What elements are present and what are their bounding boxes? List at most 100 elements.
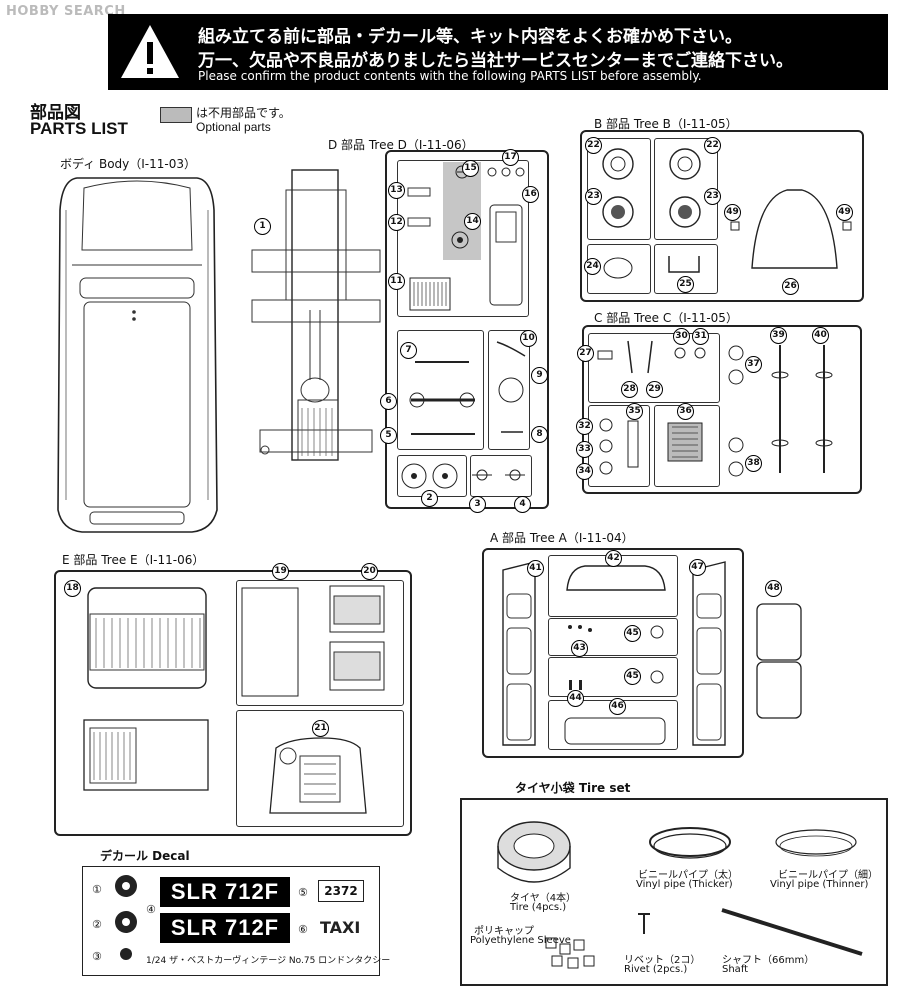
part-number-31: 31 <box>692 328 709 345</box>
rivet-label-en: Rivet (2pcs.) <box>624 964 688 975</box>
optional-swatch <box>160 107 192 123</box>
vinyl-thin-label-jp: ビニールパイプ（細） <box>778 870 878 881</box>
part-number-4: 4 <box>514 496 531 513</box>
part-number-14: 14 <box>464 213 481 230</box>
tree-c-cell-upper <box>588 333 720 403</box>
decal-sheet <box>82 866 380 976</box>
part-number-17: 17 <box>502 149 519 166</box>
part-number-25: 25 <box>677 276 694 293</box>
part-number-49b: 49 <box>836 204 853 221</box>
part-number-12: 12 <box>388 214 405 231</box>
shaft-label-en: Shaft <box>722 964 749 975</box>
part-number-27: 27 <box>577 345 594 362</box>
watermark: HOBBY SEARCH <box>6 4 126 19</box>
part-number-44: 44 <box>567 690 584 707</box>
tree-d-label: D 部品 Tree D（I-11-06） <box>328 138 474 152</box>
tree-d-cell-axles <box>397 330 484 450</box>
part-number-24: 24 <box>584 258 601 275</box>
part-number-26: 26 <box>782 278 799 295</box>
part-number-19: 19 <box>272 563 289 580</box>
part-number-30: 30 <box>673 328 690 345</box>
tree-a-sprue <box>482 548 744 758</box>
part-number-22a: 22 <box>585 137 602 154</box>
decal-license-badge: 2372 <box>318 880 364 902</box>
part-number-23b: 23 <box>704 188 721 205</box>
part-number-33: 33 <box>576 441 593 458</box>
vinyl-thick-label-en: Vinyl pipe (Thicker) <box>636 879 733 890</box>
warning-line-1: 組み立てる前に部品・デカール等、キット内容をよくお確かめ下さい。 <box>198 27 742 47</box>
part-number-7: 7 <box>400 342 417 359</box>
tire-set-drawing <box>497 821 863 969</box>
page-title-en: PARTS LIST <box>30 119 128 138</box>
part-number-23a: 23 <box>585 188 602 205</box>
tree-e-label: E 部品 Tree E（I-11-06） <box>62 553 205 567</box>
tree-d-parts-middle <box>409 341 526 435</box>
part-number-47: 47 <box>689 559 706 576</box>
decal-number-6: ⑥ <box>298 923 308 936</box>
decal-title: デカール Decal <box>100 849 190 863</box>
tree-c-label: C 部品 Tree C（I-11-05） <box>594 311 738 325</box>
tree-b-parts <box>602 148 852 279</box>
part-number-28: 28 <box>621 381 638 398</box>
decal-number-5: ⑤ <box>298 886 308 899</box>
part-number-34: 34 <box>576 463 593 480</box>
part-number-39: 39 <box>770 327 787 344</box>
part-number-40: 40 <box>812 327 829 344</box>
vinyl-thick-label-jp: ビニールパイプ（太） <box>638 870 738 881</box>
tree-d-cell-hubs <box>470 455 532 497</box>
part-number-37: 37 <box>745 356 762 373</box>
rivet-label-jp: リベット（2コ） <box>624 955 701 966</box>
decal-number-2: ② <box>92 918 102 931</box>
part-number-3: 3 <box>469 496 486 513</box>
part-number-45b: 45 <box>624 668 641 685</box>
part-number-8: 8 <box>531 426 548 443</box>
part-number-48: 48 <box>765 580 782 597</box>
tree-d-parts-lower <box>401 463 525 489</box>
decal-number-4: ④ <box>146 903 156 916</box>
tire-label-jp: タイヤ（4本） <box>510 893 577 904</box>
part-number-1: 1 <box>254 218 271 235</box>
warning-banner: 組み立てる前に部品・デカール等、キット内容をよくお確かめ下さい。 万一、欠品や不… <box>108 14 888 90</box>
poly-sleeve-label-en: Polyethylene Sleeve <box>470 935 571 946</box>
part-number-29: 29 <box>646 381 663 398</box>
tree-a-cell-43 <box>548 618 678 656</box>
part-number-22b: 22 <box>704 137 721 154</box>
part-number-20: 20 <box>361 563 378 580</box>
part-number-6: 6 <box>380 393 397 410</box>
tree-e-cell-engine <box>236 710 404 827</box>
part-number-38: 38 <box>745 455 762 472</box>
decal-plate-2: SLR 712F <box>160 913 290 943</box>
part-number-21: 21 <box>312 720 329 737</box>
shaft-label-jp: シャフト（66mm） <box>722 955 815 966</box>
chassis-frame-drawing <box>251 169 381 461</box>
part-number-16: 16 <box>522 186 539 203</box>
part-number-35: 35 <box>626 403 643 420</box>
part-number-46: 46 <box>609 698 626 715</box>
part-number-32: 32 <box>576 418 593 435</box>
warning-line-3: Please confirm the product contents with… <box>198 69 702 83</box>
decal-number-3: ③ <box>92 950 102 963</box>
tree-a-label: A 部品 Tree A（I-11-04） <box>490 531 634 545</box>
part-number-49a: 49 <box>724 204 741 221</box>
part-number-18: 18 <box>64 580 81 597</box>
part-number-43: 43 <box>571 640 588 657</box>
tire-label-en: Tire (4pcs.) <box>510 902 567 913</box>
tree-a-cell-44 <box>548 657 678 697</box>
part-number-13: 13 <box>388 182 405 199</box>
page-title-jp: 部品図 <box>30 103 81 123</box>
tire-set-box <box>460 798 888 986</box>
part-number-10: 10 <box>520 330 537 347</box>
tree-b-sprue <box>580 130 864 302</box>
body-shell-drawing <box>57 177 218 533</box>
tree-b-label: B 部品 Tree B（I-11-05） <box>594 117 738 131</box>
part-number-42: 42 <box>605 550 622 567</box>
part-number-45a: 45 <box>624 625 641 642</box>
tree-d-parts-upper <box>407 165 525 311</box>
tree-d-cell-engine <box>397 160 529 317</box>
tree-body-label: ボディ Body（I-11-03） <box>60 157 197 171</box>
optional-note-en: Optional parts <box>196 120 271 134</box>
warning-icon <box>121 25 179 78</box>
part-number-15: 15 <box>462 160 479 177</box>
part-number-5: 5 <box>380 427 397 444</box>
decal-plate-1: SLR 712F <box>160 877 290 907</box>
